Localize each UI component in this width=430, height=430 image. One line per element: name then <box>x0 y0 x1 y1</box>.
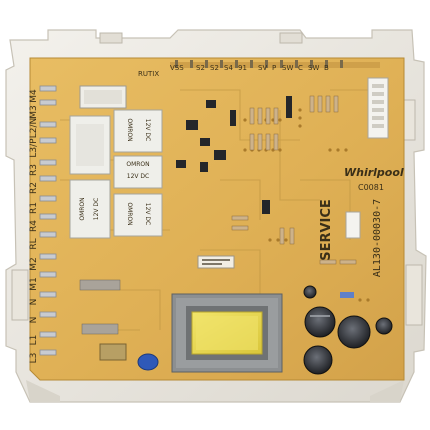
top-label-sw1: SW <box>282 64 293 72</box>
relay-2-rating: 12V DC <box>127 173 149 180</box>
capacitor-4 <box>375 317 393 335</box>
left-label-r3: R3 <box>29 164 39 176</box>
top-label-s2a: S2 <box>196 64 205 72</box>
blue-small-cap <box>340 292 354 298</box>
service-label: SERVICE <box>319 199 334 261</box>
left-label-r1: R1 <box>29 202 39 214</box>
left-label-l2n: L2/N <box>29 118 39 139</box>
resistors <box>79 95 357 335</box>
left-label-m2: M2 <box>29 257 39 271</box>
top-label-vss: VSS <box>170 64 184 72</box>
capacitor-5 <box>303 285 317 299</box>
small-components <box>176 96 292 214</box>
relay-5 <box>69 115 111 175</box>
relay-3-rating: 12V DC <box>144 203 151 225</box>
relay-1-brand: OMRON <box>126 118 133 141</box>
top-label-p: P <box>272 64 276 72</box>
left-label-r2: R2 <box>29 182 39 194</box>
top-label-sw2: SW <box>308 64 319 72</box>
relay-3-brand: OMRON <box>126 202 133 225</box>
left-label-l3: L3 <box>29 353 39 364</box>
relay-3: OMRON 12V DC <box>113 193 163 237</box>
right-white-connector <box>367 77 389 139</box>
capacitor-3 <box>337 315 371 349</box>
left-label-m4: M4 <box>29 89 39 103</box>
circuit-board: M4 M3 L2/N L3/P R3 R2 R1 R4 RL M2 M1 N N… <box>29 57 405 381</box>
relay-4-brand: OMRON <box>79 197 86 220</box>
relay-1: OMRON 12V DC <box>113 109 163 153</box>
model-code: C0081 <box>358 183 384 192</box>
top-label-b: B <box>324 64 329 72</box>
board-sticker <box>197 255 235 269</box>
left-label-l1: L1 <box>29 335 39 346</box>
top-label-91: 91 <box>238 64 247 72</box>
relay-2: OMRON 12V DC <box>113 155 163 189</box>
relay-2-brand: OMRON <box>126 161 149 168</box>
top-label-rutix: RUTIX <box>138 70 159 78</box>
relay-4: OMRON 12V DC <box>69 179 111 239</box>
top-label-sv: SV <box>258 64 267 72</box>
left-label-n2: N <box>29 317 39 324</box>
brand-logo-text: Whirlpool <box>344 166 404 179</box>
top-label-s4: S4 <box>224 64 233 72</box>
relay-4-rating: 12V DC <box>93 198 100 220</box>
top-left-relay <box>79 85 127 109</box>
top-connector-pins <box>170 60 380 68</box>
left-label-r4: R4 <box>29 220 39 232</box>
capacitor-1 <box>304 306 336 338</box>
blue-varistor <box>137 353 159 371</box>
bottom-left-capacitor <box>99 343 127 361</box>
top-label-s2b: S2 <box>210 64 219 72</box>
transformer <box>171 293 283 373</box>
left-label-n1: N <box>29 299 39 306</box>
top-label-c: C <box>298 64 303 72</box>
left-label-m1: M1 <box>29 277 39 291</box>
left-spade-connectors <box>39 85 57 356</box>
left-label-m3: M3 <box>29 105 39 119</box>
capacitor-2 <box>303 345 333 375</box>
relay-1-rating: 12V DC <box>144 119 151 141</box>
service-connector <box>345 211 361 239</box>
left-label-l3p: L3/P <box>29 138 39 158</box>
part-number: AL130-00030-7 <box>372 199 383 277</box>
left-label-rl: RL <box>29 238 39 249</box>
